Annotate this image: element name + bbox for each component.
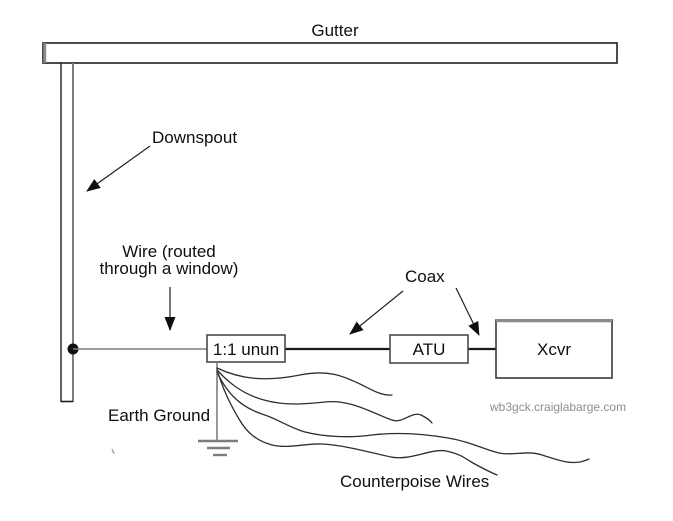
gutter-group: Gutter (42, 21, 618, 64)
counterpoise-wire-2 (216, 369, 433, 424)
xcvr-box (495, 319, 613, 379)
watermark-text: wb3gck.craiglabarge.com (489, 400, 626, 414)
counterpoise-label: Counterpoise Wires (340, 472, 489, 491)
counterpoise-wire-4 (217, 372, 498, 476)
unun-label: 1:1 unun (213, 340, 279, 359)
coax-arrow-left (349, 290, 404, 335)
gutter-label: Gutter (311, 21, 359, 40)
counterpoise-group (216, 367, 590, 476)
coax-arrow-right (455, 287, 480, 336)
downspout-label: Downspout (152, 128, 237, 147)
coax-callout: Coax (349, 267, 480, 336)
unun-box (206, 334, 286, 363)
wire-label-line1: Wire (routed (122, 242, 216, 261)
counterpoise-wire-3 (216, 371, 590, 464)
atu-label: ATU (413, 340, 446, 359)
downspout-arrow (86, 145, 151, 192)
atu-box (389, 334, 469, 364)
atu-box-group: ATU (389, 334, 469, 364)
wire-label-line2: through a window) (100, 259, 239, 278)
xcvr-box-group: Xcvr (495, 319, 613, 379)
wire-callout: Wire (routed through a window) (100, 242, 239, 331)
counterpoise-wire-1 (216, 367, 393, 396)
unun-box-group: 1:1 unun (206, 334, 286, 363)
stray-mark (111, 448, 115, 455)
gutter-outline (42, 42, 618, 64)
xcvr-label: Xcvr (537, 340, 571, 359)
earth-ground-group: Earth Ground (108, 362, 238, 457)
coax-label: Coax (405, 267, 445, 286)
downspout-callout: Downspout (86, 128, 237, 192)
earth-ground-label: Earth Ground (108, 406, 210, 425)
